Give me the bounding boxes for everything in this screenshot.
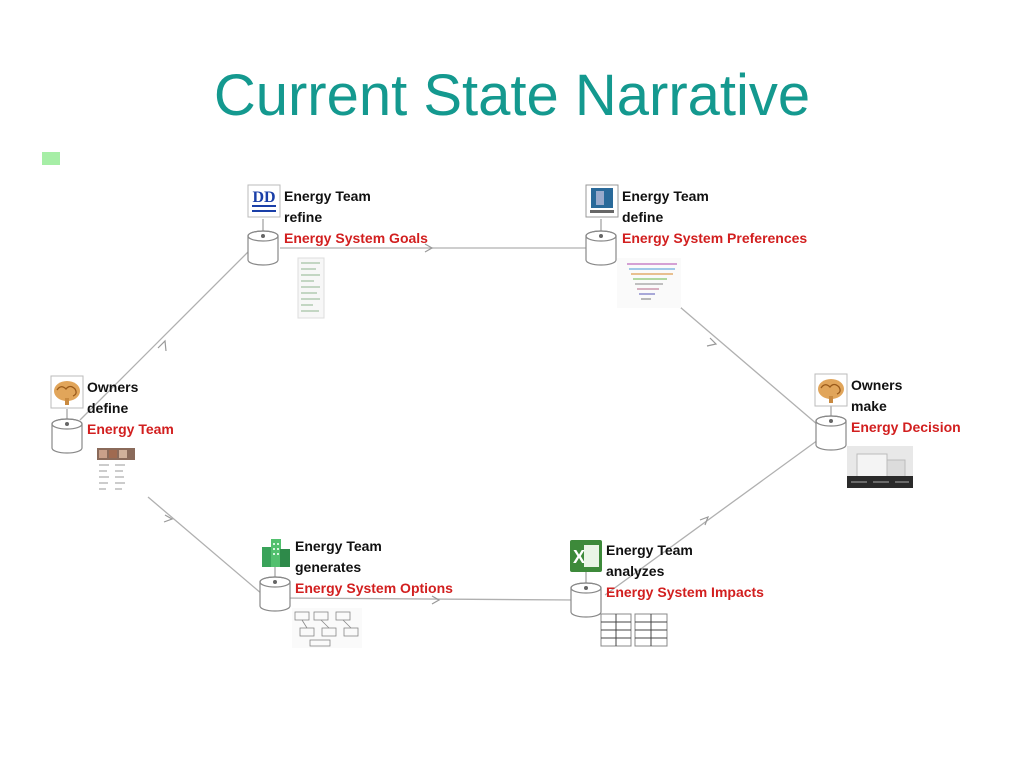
node-object: Energy System Preferences [622,230,808,246]
connector-preferences-to-decision [679,306,819,426]
team-roster-thumbnail [97,448,135,490]
connector-owners-to-goals [79,247,253,421]
cylinder-goals [247,230,279,266]
node-actor: Energy Team [622,188,709,204]
svg-text:X: X [573,547,585,567]
node-team-define: Energy Team define Energy System Prefere… [622,186,807,249]
cylinder-owners-make [815,415,847,451]
connector-options-to-impacts [279,597,576,601]
connector-impacts-to-decision [604,439,819,596]
brain-icon [814,373,848,407]
svg-text:DD: DD [252,189,275,206]
cylinder-options [259,576,291,612]
bullet-marker [42,152,60,165]
node-actor: Energy Team [295,538,382,554]
node-object: Energy System Options [295,580,453,596]
desktop-app-icon [585,184,619,218]
node-verb: define [87,400,129,416]
node-verb: define [622,209,664,225]
node-team-analyzes: Energy Team analyzes Energy System Impac… [606,540,764,603]
node-actor: Owners [87,379,139,395]
buildings-icon [262,539,290,567]
node-verb: make [851,398,887,414]
cylinder-preferences [585,230,617,266]
node-owners-make: Owners make Energy Decision [851,375,961,438]
node-object: Energy System Goals [284,230,428,246]
brain-icon [50,375,84,409]
node-actor: Energy Team [606,542,693,558]
node-object: Energy Team [87,421,174,437]
excel-icon: X [570,540,602,572]
decision-dashboard-icon: DD [247,184,281,218]
node-actor: Energy Team [284,188,371,204]
cylinder-impacts [570,582,602,618]
node-owners-define: Owners define Energy Team [87,377,174,440]
decision-photo-thumbnail [847,446,913,488]
connectors [79,247,819,601]
node-object: Energy System Impacts [606,584,764,600]
node-team-refine: Energy Team refine Energy System Goals [284,186,428,249]
page-title: Current State Narrative [213,63,811,128]
node-team-generates: Energy Team generates Energy System Opti… [295,536,453,599]
connector-owners-to-options [147,496,263,595]
node-verb: analyzes [606,563,665,579]
impacts-table-thumbnail [600,613,668,647]
preferences-chart-thumbnail [617,258,681,308]
cylinder-owners-define [51,418,83,454]
node-verb: refine [284,209,323,225]
arrow-marks [157,243,718,605]
node-verb: generates [295,559,362,575]
goals-document-thumbnail [297,257,325,319]
node-object: Energy Decision [851,419,961,435]
options-diagram-thumbnail [292,608,362,648]
node-actor: Owners [851,377,903,393]
